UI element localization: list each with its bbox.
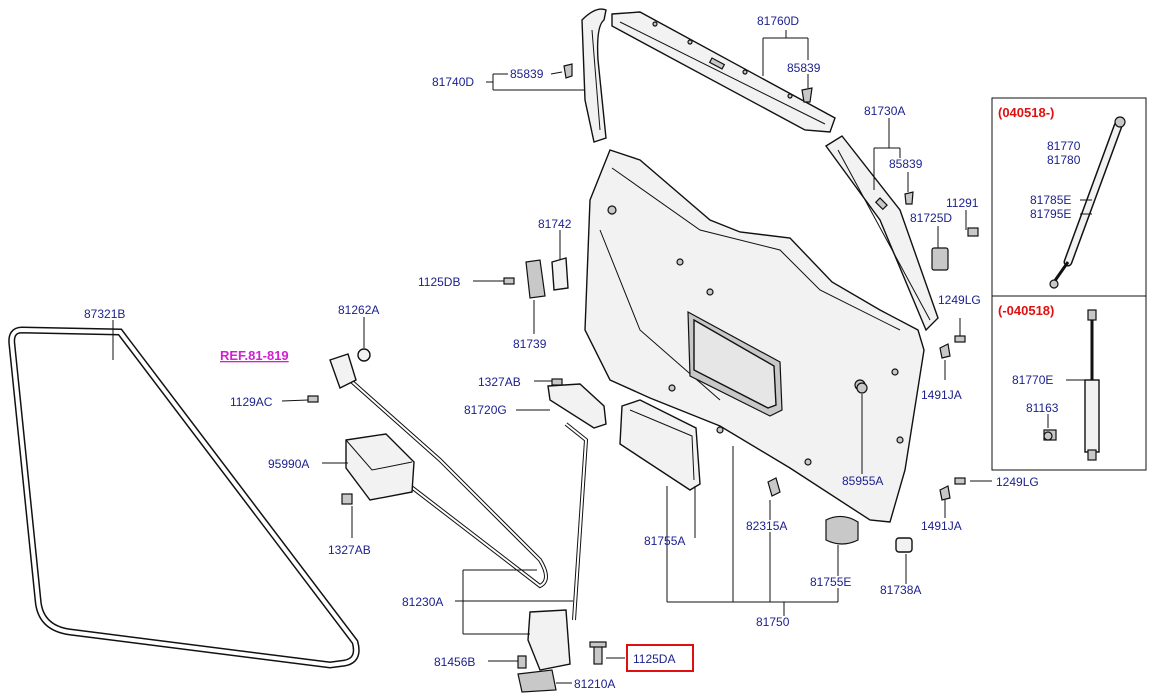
- side-garnish-81740D: [581, 8, 607, 143]
- label-1491JA-upper: 1491JA: [921, 388, 962, 402]
- bracket-81739: [525, 259, 546, 299]
- tailgate-trim-panel-81750: [584, 149, 925, 523]
- actuator-95990A: [345, 433, 415, 501]
- label-81785E: 81785E: [1030, 193, 1071, 207]
- ball-stud-81163: [1043, 429, 1057, 441]
- label-81742: 81742: [538, 217, 572, 231]
- clip-1491JA-upper: [939, 343, 951, 359]
- bumper-81738A: [895, 537, 913, 553]
- label-1125DB: 1125DB: [418, 275, 460, 289]
- striker-81725D: [931, 247, 949, 271]
- clip-85839-right: [904, 191, 914, 205]
- screw-1327AB-center: [551, 378, 563, 386]
- label-85839-right: 85839: [889, 157, 923, 171]
- screw-81456B: [517, 655, 527, 669]
- label-1491JA-lower: 1491JA: [921, 519, 962, 533]
- pad-81755E: [825, 515, 859, 545]
- label-81780: 81780: [1047, 153, 1081, 167]
- inset-header-new: (040518-): [998, 105, 1054, 120]
- label-81755E: 81755E: [810, 575, 851, 589]
- latch-81230A: [527, 609, 571, 671]
- nut-1327AB-left: [341, 493, 353, 505]
- label-81770E: 81770E: [1012, 373, 1053, 387]
- striker-81210A: [517, 669, 557, 693]
- highlight-box-1125DA: [626, 644, 694, 672]
- screw-1129AC: [307, 395, 319, 403]
- upper-garnish-81760D: [611, 11, 836, 133]
- label-1129AC: 1129AC: [230, 395, 273, 409]
- clip-1491JA-lower: [939, 485, 951, 501]
- label-87321B: 87321B: [84, 307, 125, 321]
- screw-1249LG-lower: [954, 477, 966, 485]
- clip-82315A: [767, 477, 781, 497]
- label-81720G: 81720G: [464, 403, 507, 417]
- label-1327AB-left: 1327AB: [328, 543, 371, 557]
- label-81738A: 81738A: [880, 583, 921, 597]
- screw-1125DB: [503, 277, 515, 285]
- side-garnish-81730A: [824, 135, 939, 332]
- latch-rod: [564, 422, 589, 621]
- gas-strut-81770E: [1084, 309, 1100, 461]
- label-81740D: 81740D: [432, 75, 474, 89]
- clip-85955A: [856, 382, 868, 394]
- label-95990A: 95990A: [268, 457, 309, 471]
- label-1249LG-lower: 1249LG: [996, 475, 1039, 489]
- label-81210A: 81210A: [574, 677, 615, 691]
- label-81262A: 81262A: [338, 303, 379, 317]
- label-81163: 81163: [1026, 401, 1059, 415]
- label-81739: 81739: [513, 337, 547, 351]
- label-85955A: 85955A: [842, 474, 883, 488]
- reference-link[interactable]: REF.81-819: [220, 348, 289, 363]
- label-82315A: 82315A: [746, 519, 787, 533]
- leader-lines: [112, 30, 992, 684]
- inset-header-old: (-040518): [998, 303, 1054, 318]
- clip-85839-top: [801, 87, 813, 103]
- lock-cylinder-81262A: [329, 348, 371, 389]
- label-81795E: 81795E: [1030, 207, 1071, 221]
- lower-panel-81755A: [619, 399, 701, 491]
- screw-1125DA: [589, 641, 607, 665]
- label-81760D: 81760D: [757, 14, 799, 28]
- label-81725D: 81725D: [910, 211, 952, 225]
- gas-strut-81770: [1049, 116, 1126, 289]
- actuator-81720G: [547, 383, 607, 429]
- release-cable: [348, 378, 548, 589]
- label-81755A: 81755A: [644, 534, 685, 548]
- label-85839-left: 85839: [510, 67, 544, 81]
- label-1249LG-upper: 1249LG: [938, 293, 981, 307]
- label-81230A: 81230A: [402, 595, 443, 609]
- screw-1249LG-upper: [954, 318, 966, 343]
- label-81750: 81750: [756, 615, 790, 629]
- label-81770: 81770: [1047, 139, 1081, 153]
- bracket-81742: [551, 257, 569, 291]
- weatherstrip-seal-87321B: [8, 326, 360, 669]
- label-85839-top: 85839: [787, 61, 821, 75]
- screw-11291: [967, 227, 979, 237]
- gas-spring-inset: [991, 97, 1147, 471]
- clip-85839-left: [563, 63, 573, 79]
- label-1327AB-center: 1327AB: [478, 375, 521, 389]
- label-11291: 11291: [946, 196, 979, 210]
- label-81730A: 81730A: [864, 104, 905, 118]
- label-81456B: 81456B: [434, 655, 475, 669]
- label-1125DA: 1125DA: [633, 652, 675, 666]
